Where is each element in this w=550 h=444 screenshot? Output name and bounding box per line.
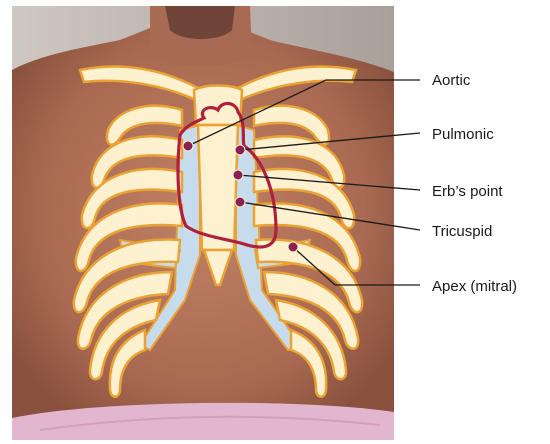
label-aortic: Aortic	[432, 72, 471, 89]
label-erbs-point: Erb’s point	[432, 183, 503, 200]
tricuspid-point	[235, 197, 245, 207]
erbs-point-marker	[233, 170, 243, 180]
pulmonic-point	[235, 145, 245, 155]
label-tricuspid: Tricuspid	[432, 223, 492, 240]
label-apex: Apex (mitral)	[432, 278, 517, 295]
label-pulmonic: Pulmonic	[432, 126, 494, 143]
apex-point	[288, 242, 298, 252]
labels: Aortic Pulmonic Erb’s point Tricuspid Ap…	[432, 72, 517, 295]
aortic-point	[183, 141, 193, 151]
